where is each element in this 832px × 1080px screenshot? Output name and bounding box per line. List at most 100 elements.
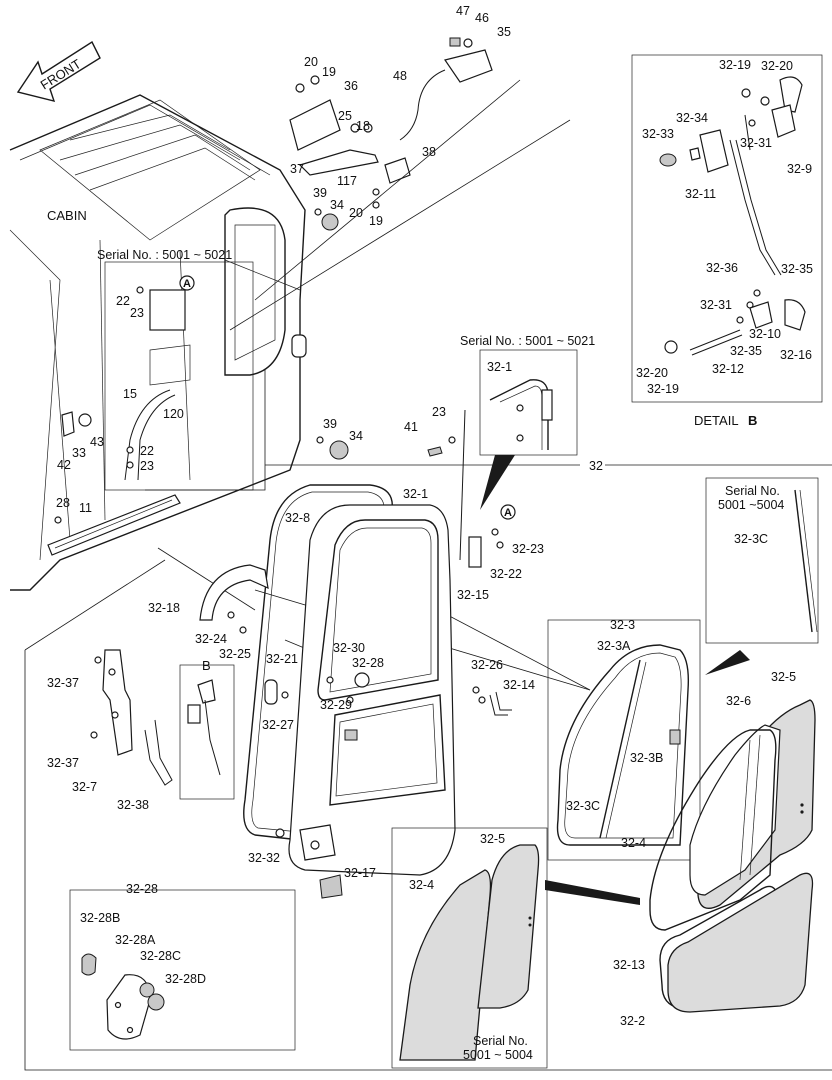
callout-32-28A: 32-28A <box>115 933 156 947</box>
callout-39a: 39 <box>313 186 327 200</box>
callout-18: 18 <box>356 119 370 133</box>
serial-right-label: Serial No. : 5001 ~ 5021 <box>460 334 595 348</box>
callout-43: 43 <box>90 435 104 449</box>
callout-32-27: 32-27 <box>262 718 294 732</box>
detail-callout-32-19b: 32-19 <box>647 382 679 396</box>
callout-47: 47 <box>456 4 470 18</box>
callout-A-door: A <box>504 507 512 519</box>
callout-20a: 20 <box>304 55 318 69</box>
callout-36: 36 <box>344 79 358 93</box>
detail-callout-32-10: 32-10 <box>749 327 781 341</box>
callout-32-1-box: 32-1 <box>487 360 512 374</box>
callout-32-15: 32-15 <box>457 588 489 602</box>
callout-32-7: 32-7 <box>72 780 97 794</box>
cabin-label: CABIN <box>47 208 87 223</box>
callout-34a: 34 <box>330 198 344 212</box>
callout-15: 15 <box>123 387 137 401</box>
detail-title: DETAIL <box>694 413 739 428</box>
detail-callout-32-19a: 32-19 <box>719 58 751 72</box>
latch-assembly-top <box>289 37 493 231</box>
serial-inset-bottom: Serial No. 5001 ~ 5004 <box>391 827 548 1069</box>
callout-32-37b: 32-37 <box>47 756 79 770</box>
callout-33: 33 <box>72 446 86 460</box>
callout-32-17: 32-17 <box>344 866 376 880</box>
window-frame-32-3 <box>547 619 701 861</box>
callout-35: 35 <box>497 25 511 39</box>
serial-3c-line1: Serial No. <box>725 484 780 498</box>
knob-group-32-28 <box>69 889 296 1051</box>
detail-callout-32-20a: 32-20 <box>761 59 793 73</box>
callout-32-3C-box: 32-3C <box>734 532 768 546</box>
callout-23a: 23 <box>130 306 144 320</box>
callout-32-37a: 32-37 <box>47 676 79 690</box>
callout-22a: 22 <box>116 294 130 308</box>
detail-callout-32-35a: 32-35 <box>781 262 813 276</box>
callout-41: 41 <box>404 420 418 434</box>
detail-callout-32-12: 32-12 <box>712 362 744 376</box>
callout-32-1: 32-1 <box>403 487 428 501</box>
callout-32-13: 32-13 <box>613 958 645 972</box>
callout-32-26: 32-26 <box>471 658 503 672</box>
detail-callout-32-16: 32-16 <box>780 348 812 362</box>
glass-panels <box>649 699 816 931</box>
detail-b-box: DETAIL B <box>631 54 823 428</box>
cabin-body: CABIN <box>9 94 307 591</box>
callout-32-4: 32-4 <box>621 836 646 850</box>
callout-22b: 22 <box>140 444 154 458</box>
callout-32-22: 32-22 <box>490 567 522 581</box>
serial-inset-32-3C: Serial No. 5001 ~5004 <box>705 477 819 675</box>
callout-23b: 23 <box>140 459 154 473</box>
callout-32-5b: 32-5 <box>480 832 505 846</box>
callout-32-28C: 32-28C <box>140 949 181 963</box>
callout-32-32: 32-32 <box>248 851 280 865</box>
callout-120: 120 <box>163 407 184 421</box>
callout-48: 48 <box>393 69 407 83</box>
detail-callout-32-11: 32-11 <box>685 187 716 201</box>
callout-32-2: 32-2 <box>620 1014 645 1028</box>
callout-39b: 39 <box>323 417 337 431</box>
detail-callout-32-20b: 32-20 <box>636 366 668 380</box>
detail-callout-32-31b: 32-31 <box>700 298 732 312</box>
serial-inset-right: Serial No. : 5001 ~ 5021 <box>460 334 595 510</box>
callout-34b: 34 <box>349 429 363 443</box>
callout-38: 38 <box>422 145 436 159</box>
detail-callout-32-36: 32-36 <box>706 261 738 275</box>
lower-glass-set <box>545 872 814 1013</box>
callout-32-3A: 32-3A <box>597 639 631 653</box>
callout-32-3C: 32-3C <box>566 799 600 813</box>
callout-42: 42 <box>57 458 71 472</box>
serial-upper-left-label: Serial No. : 5001 ~ 5021 <box>97 248 232 262</box>
callout-37: 37 <box>290 162 304 176</box>
detail-callout-32-31a: 32-31 <box>740 136 772 150</box>
callout-19b: 19 <box>369 214 383 228</box>
callout-A-upper: A <box>183 278 191 290</box>
callout-23c: 23 <box>432 405 446 419</box>
serial-3c-line2: 5001 ~5004 <box>718 498 784 512</box>
callout-32-14: 32-14 <box>503 678 535 692</box>
callout-46: 46 <box>475 11 489 25</box>
callout-32-3B: 32-3B <box>630 751 663 765</box>
detail-callout-32-34: 32-34 <box>676 111 708 125</box>
callout-11: 11 <box>79 501 92 515</box>
callout-32: 32 <box>589 459 603 473</box>
callout-32-28-group: 32-28 <box>126 882 158 896</box>
callout-25: 25 <box>338 109 352 123</box>
callout-B-box: B <box>202 658 211 673</box>
callout-32-18: 32-18 <box>148 601 180 615</box>
callout-28: 28 <box>56 496 70 510</box>
callout-32-23: 32-23 <box>512 542 544 556</box>
callout-19a: 19 <box>322 65 336 79</box>
detail-letter: B <box>748 413 757 428</box>
serial-bottom-line1: Serial No. <box>473 1034 528 1048</box>
callout-117: 117 <box>337 174 357 188</box>
callout-32-3: 32-3 <box>610 618 635 632</box>
callout-32-6: 32-6 <box>726 694 751 708</box>
serial-bottom-line2: 5001 ~ 5004 <box>463 1048 533 1062</box>
callout-32-21: 32-21 <box>266 652 298 666</box>
callout-20b: 20 <box>349 206 363 220</box>
callout-32-28D: 32-28D <box>165 972 206 986</box>
callout-32-30: 32-30 <box>333 641 365 655</box>
callout-labels: 47 46 35 48 20 19 36 25 18 37 117 38 39 … <box>47 4 813 1028</box>
detail-callout-32-9: 32-9 <box>787 162 812 176</box>
